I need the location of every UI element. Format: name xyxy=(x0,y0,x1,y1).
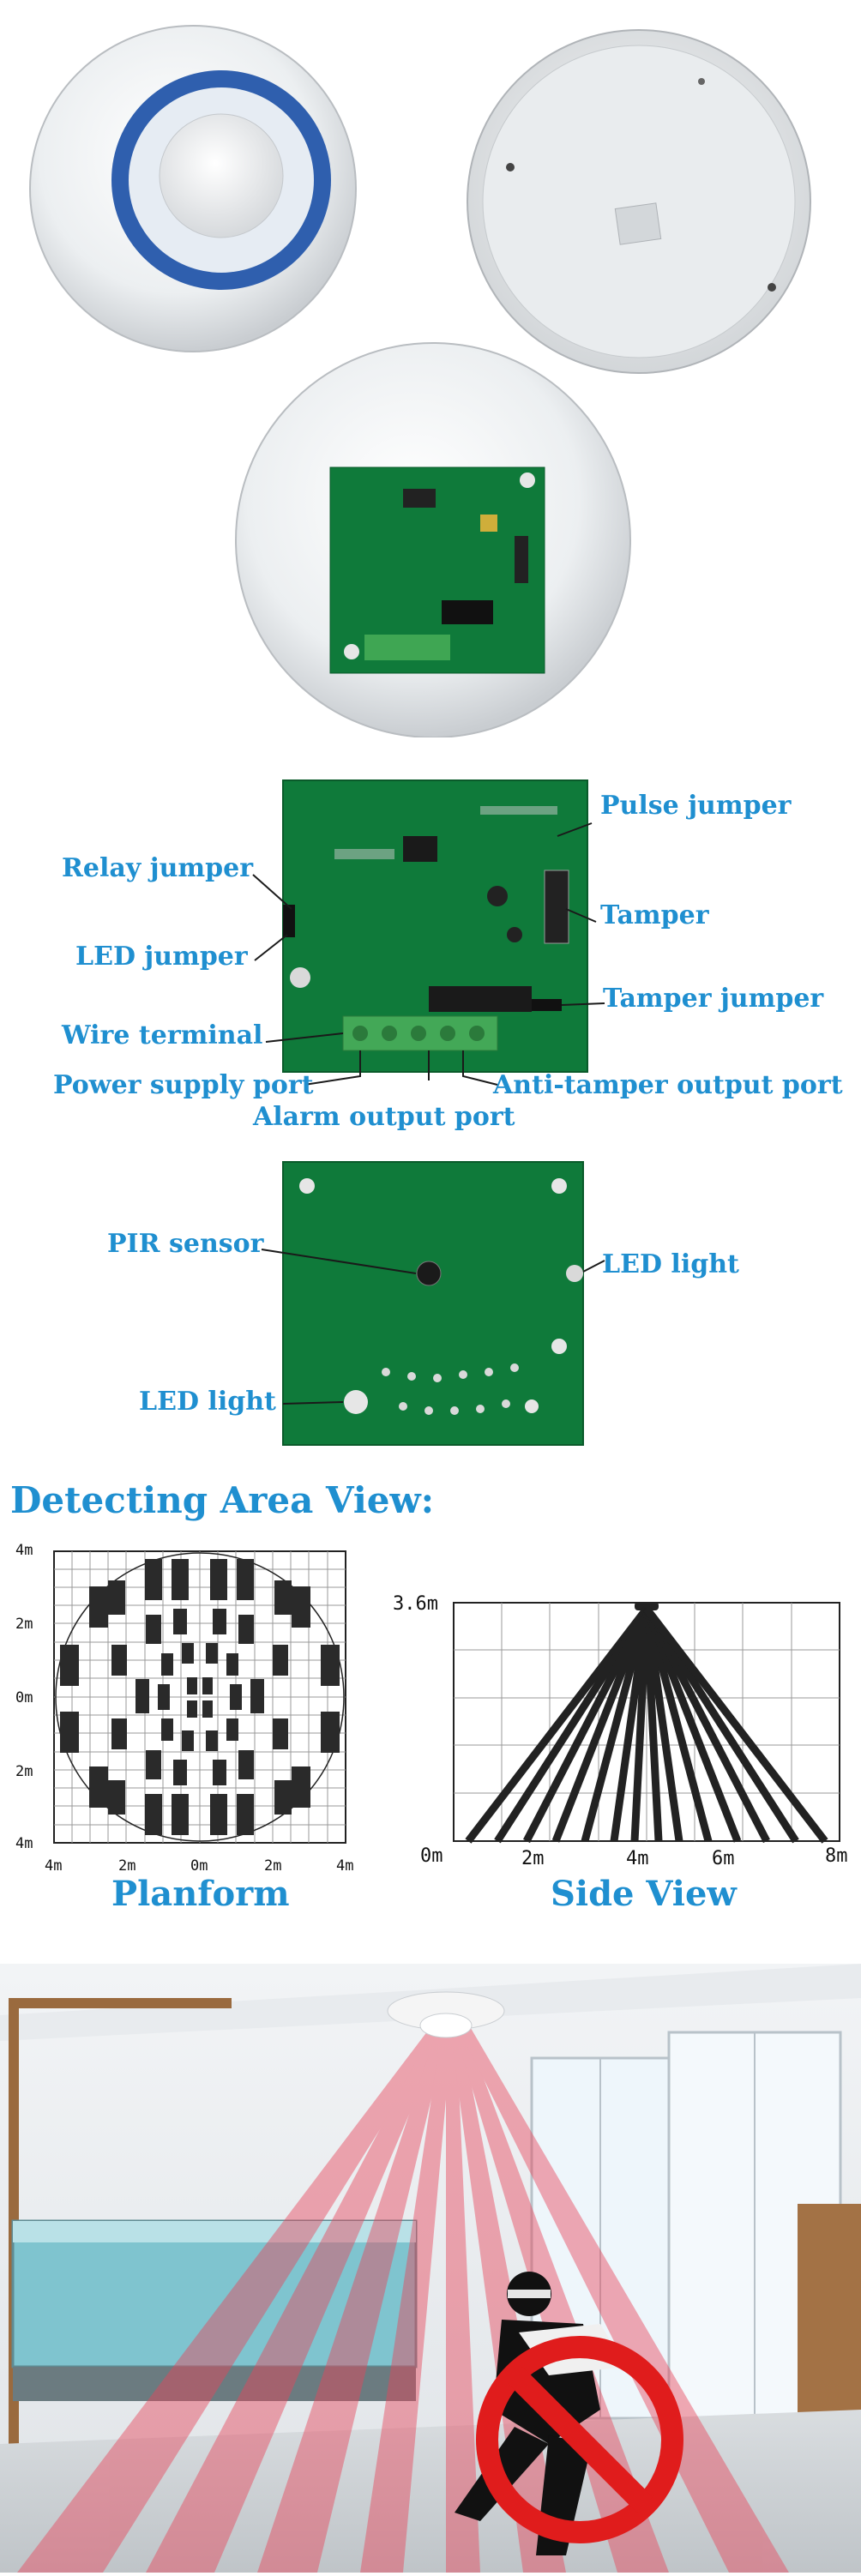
product-photos xyxy=(0,0,861,738)
room-scene xyxy=(0,1964,861,2573)
sensor-open-photo xyxy=(235,342,631,738)
anti-tamper-output-port-label: Anti-tamper output port xyxy=(493,1070,843,1100)
sensor-front-photo xyxy=(29,25,357,352)
planform-x-tick-0: 4m xyxy=(45,1857,63,1875)
relay-jumper-label: Relay jumper xyxy=(62,853,254,883)
planform-x-tick-3: 2m xyxy=(264,1857,282,1875)
detecting-area-heading: Detecting Area View: xyxy=(10,1479,435,1521)
led-light-bottom-label: LED light xyxy=(139,1387,276,1417)
sensor-back-photo xyxy=(467,29,811,374)
led-light-right-label: LED light xyxy=(602,1249,739,1279)
planform-y-tick-4: 4m xyxy=(15,1835,33,1852)
planform-y-tick-1: 2m xyxy=(15,1616,33,1633)
planform-x-tick-2: 0m xyxy=(190,1857,208,1875)
side-view-x-tick-0: 0m xyxy=(420,1845,443,1867)
pir-sensor-label: PIR sensor xyxy=(107,1229,264,1259)
side-view-caption: Side View xyxy=(551,1874,737,1914)
led-jumper-label: LED jumper xyxy=(75,942,248,972)
planform-y-tick-0: 4m xyxy=(15,1542,33,1559)
prohibition-sign xyxy=(476,2336,683,2543)
tamper-jumper-label: Tamper jumper xyxy=(603,984,824,1014)
planform-y-tick-3: 2m xyxy=(15,1763,33,1780)
planform-caption: Planform xyxy=(111,1874,290,1914)
planform-y-tick-2: 0m xyxy=(15,1689,33,1706)
alarm-output-port-label: Alarm output port xyxy=(253,1102,515,1132)
side-view-x-tick-1: 2m xyxy=(521,1848,545,1869)
pcb-back-diagram: PIR sensor LED light LED light xyxy=(0,1153,861,1449)
detecting-area-section: Detecting Area View: 4m 2m 0m 2m 4m xyxy=(0,1475,861,1929)
planform-x-tick-1: 2m xyxy=(118,1857,136,1875)
wire-terminal-label: Wire terminal xyxy=(62,1020,263,1050)
planform-diagram xyxy=(53,1550,346,1844)
side-view-x-tick-4: 8m xyxy=(825,1845,848,1867)
room-scene-illustration xyxy=(0,1964,861,2573)
tamper-label: Tamper xyxy=(600,900,709,930)
pulse-jumper-label: Pulse jumper xyxy=(600,791,792,821)
side-view-height-label: 3.6m xyxy=(393,1593,438,1615)
pcb-back-illustration xyxy=(261,1161,605,1446)
side-view-x-tick-2: 4m xyxy=(626,1848,649,1869)
product-photos-illustration xyxy=(29,25,811,738)
pcb-front-diagram: Pulse jumper Relay jumper Tamper LED jum… xyxy=(0,755,861,1149)
pcb-front-illustration xyxy=(252,779,605,1086)
side-view-x-tick-3: 6m xyxy=(712,1848,735,1869)
side-view-diagram xyxy=(453,1602,840,1844)
planform-x-tick-4: 4m xyxy=(336,1857,354,1875)
power-supply-port-label: Power supply port xyxy=(53,1070,314,1100)
